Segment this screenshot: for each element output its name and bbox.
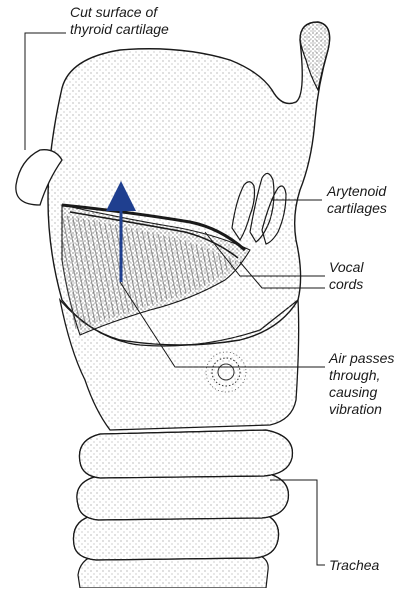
label-vocal-cords: Vocal cords: [329, 259, 364, 293]
trachea: [73, 430, 292, 588]
trachea-ring: [77, 472, 289, 520]
label-air-line4: vibration: [329, 401, 394, 418]
label-thyroid-line2: thyroid cartilage: [70, 21, 169, 38]
label-arytenoid-line2: cartilages: [327, 200, 387, 217]
label-trachea-line1: Trachea: [329, 557, 379, 574]
trachea-ring: [79, 430, 292, 478]
label-arytenoid-cartilages: Arytenoid cartilages: [327, 183, 387, 217]
label-thyroid-line1: Cut surface of: [70, 4, 169, 21]
label-air-passes: Air passes through, causing vibration: [329, 350, 394, 418]
label-air-line1: Air passes: [329, 350, 394, 367]
label-thyroid-cartilage: Cut surface of thyroid cartilage: [70, 4, 169, 38]
label-trachea: Trachea: [329, 557, 379, 574]
label-vocal-line2: cords: [329, 276, 364, 293]
label-air-line2: through,: [329, 367, 394, 384]
label-air-line3: causing: [329, 384, 394, 401]
label-vocal-line1: Vocal: [329, 259, 364, 276]
label-arytenoid-line1: Arytenoid: [327, 183, 387, 200]
